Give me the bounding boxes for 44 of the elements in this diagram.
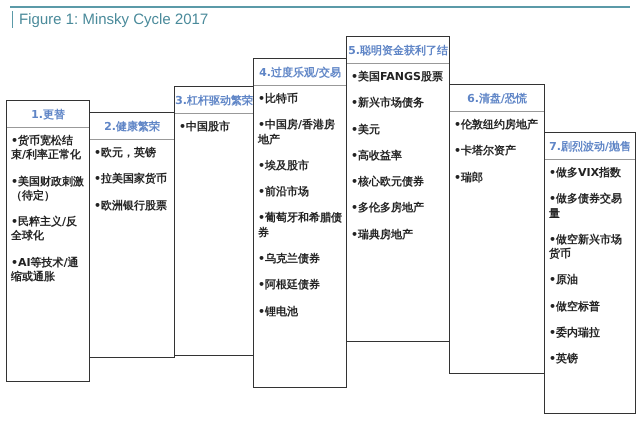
column-box [6, 100, 90, 382]
column-box [253, 58, 347, 388]
list-item: •做空标普 [549, 300, 602, 314]
list-item: •埃及股市 [258, 158, 310, 174]
list-item: •拉美国家货币 [94, 172, 168, 187]
list-item: •AI等技术/通缩或通胀 [11, 256, 80, 284]
list-item: •锂电池 [258, 304, 300, 319]
list-item: •欧元，英镑 [94, 146, 158, 160]
list-item: •美元 [351, 122, 382, 137]
column-box [174, 86, 254, 356]
column-heading: 7.剧烈波动/抛售 [545, 133, 635, 160]
list-item: •做多VIX指数 [549, 166, 622, 180]
list-item: •伦敦纽约房地产 [454, 118, 540, 132]
list-item: •乌克兰债券 [258, 252, 322, 266]
list-item: •民粹主义/反全球化 [11, 215, 78, 244]
list-item: •货币宽松结束/利率正常化 [11, 134, 82, 163]
column-heading: 6.清盘/恐慌 [450, 85, 544, 112]
column-box [449, 84, 545, 374]
list-item: •做多债券交易量 [549, 192, 624, 221]
list-item: •卡塔尔资产 [454, 144, 518, 159]
list-item: •核心欧元债券 [351, 175, 426, 190]
list-item: •美国FANGS股票 [351, 70, 444, 84]
list-item: •比特币 [258, 92, 300, 106]
list-item: •瑞典房地产 [351, 228, 414, 242]
list-item: •阿根廷债券 [258, 278, 322, 293]
list-item: •原油 [549, 273, 580, 288]
list-item: •欧洲银行股票 [94, 198, 168, 213]
list-item: •中国股市 [179, 120, 232, 134]
list-item: •前沿市场 [258, 185, 310, 200]
figure-title: Figure 1: Minsky Cycle 2017 [12, 11, 208, 28]
list-item: •多伦多房地产 [351, 201, 426, 216]
list-item: •美国财政刺激（待定） [11, 174, 86, 204]
list-item: •瑞郎 [454, 170, 484, 185]
list-item: •英镑 [549, 352, 580, 367]
list-item: •做空新兴市场货币 [549, 232, 624, 262]
list-item: •中国房/香港房地产 [258, 118, 336, 147]
column-box [89, 112, 175, 358]
column-box [544, 132, 636, 414]
column-box [346, 36, 450, 342]
list-item: •新兴市场债务 [351, 96, 426, 111]
list-item: •委内瑞拉 [549, 326, 602, 340]
list-item: •高收益率 [351, 148, 404, 164]
list-item: •葡萄牙和希腊债券 [258, 211, 343, 240]
column-heading: 5.聪明资金获利了结 [347, 37, 449, 64]
